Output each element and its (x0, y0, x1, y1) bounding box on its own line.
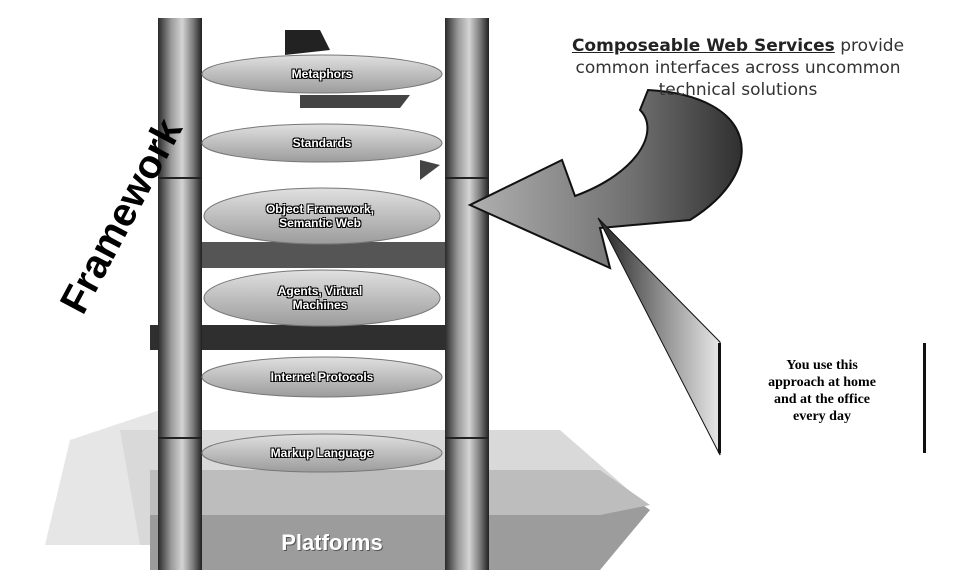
layer-oval-internet-protocols (201, 356, 443, 398)
layer-oval-object-framework (203, 187, 441, 245)
layer-top-sliver (285, 30, 330, 55)
layer-object-sliver (420, 160, 440, 180)
callout-line-2: approach at home (768, 375, 876, 390)
left-pillar (158, 18, 202, 570)
layer-standards-sliver (300, 95, 410, 108)
layer-label-metaphors: Metaphors (291, 67, 353, 81)
headline-line-1: Composeable Web Services provide (528, 35, 948, 57)
callout-box: You use this approach at home and at the… (718, 343, 926, 453)
callout-fan (597, 217, 721, 456)
layer-band-dark (150, 325, 470, 350)
platforms-label: Platforms (281, 530, 383, 555)
layer-oval-metaphors (201, 54, 443, 94)
layer-label-agents: Agents, Virtual Machines (277, 284, 363, 312)
layer-label-internet-protocols: Internet Protocols (270, 370, 374, 384)
layer-label-standards: Standards (292, 136, 352, 150)
platforms-slab-top (150, 470, 650, 515)
layer-label-object-framework: Object Framework, Semantic Web (265, 202, 375, 230)
layer-oval-agents (203, 269, 441, 327)
headline-rest: provide (834, 36, 905, 56)
callout-line-1: You use this (786, 358, 858, 373)
layer-oval-markup-language (201, 433, 443, 473)
curved-arrow (467, 88, 743, 270)
right-pillar (445, 18, 489, 570)
headline-line-2: common interfaces across uncommon (575, 58, 901, 78)
layer-label-markup-language: Markup Language (270, 446, 374, 460)
layer-oval-standards (201, 123, 443, 163)
headline-line-3: technical solutions (658, 80, 818, 100)
callout-line-3: and at the office (773, 392, 871, 407)
headline-emphasis: Composeable Web Services (571, 36, 835, 56)
callout-line-4: every day (793, 409, 851, 424)
headline: Composeable Web Services provide common … (528, 35, 948, 101)
layer-band-mid (175, 242, 470, 268)
